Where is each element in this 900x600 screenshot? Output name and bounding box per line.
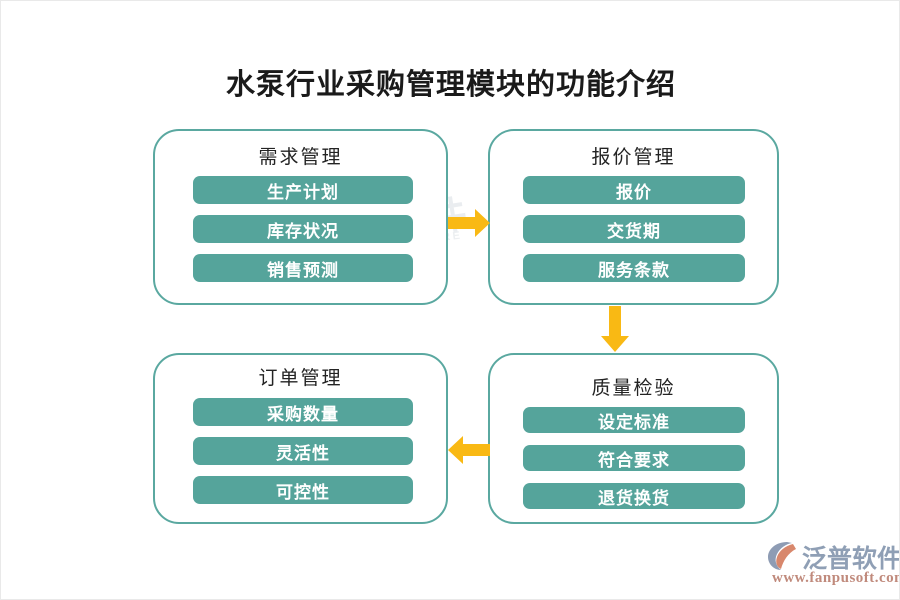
pill-order-1[interactable]: 采购数量 (193, 398, 413, 426)
group-title-demand: 需求管理 (258, 147, 343, 168)
group-box-quote[interactable]: 报价管理 报价 交货期 服务条款 (488, 129, 779, 305)
group-title-quote: 报价管理 (591, 147, 676, 168)
group-title-order: 订单管理 (258, 368, 343, 389)
arrow-right-icon (448, 209, 490, 237)
brand-logo: 泛普软件 www.fanpusoft.com (766, 539, 899, 589)
pill-order-2[interactable]: 灵活性 (193, 437, 413, 465)
fanpu-logo-icon (768, 542, 796, 570)
group-title-quality: 质量检验 (591, 378, 676, 399)
pill-quality-1[interactable]: 设定标准 (523, 407, 745, 433)
page-title: 水泵行业采购管理模块的功能介绍 (225, 69, 676, 101)
pill-quote-1[interactable]: 报价 (523, 176, 745, 204)
arrow-down-icon (601, 306, 629, 352)
brand-name: 泛普软件 (802, 545, 900, 573)
pill-demand-3[interactable]: 销售预测 (193, 254, 413, 282)
brand-url: www.fanpusoft.com (772, 570, 900, 586)
group-box-order[interactable]: 订单管理 采购数量 灵活性 可控性 (153, 353, 448, 524)
pill-quality-2[interactable]: 符合要求 (523, 445, 745, 471)
pill-quote-2[interactable]: 交货期 (523, 215, 745, 243)
pill-demand-2[interactable]: 库存状况 (193, 215, 413, 243)
pill-quality-3[interactable]: 退货换货 (523, 483, 745, 509)
pill-demand-1[interactable]: 生产计划 (193, 176, 413, 204)
pill-order-3[interactable]: 可控性 (193, 476, 413, 504)
arrow-left-icon (448, 436, 490, 464)
group-box-quality[interactable]: 质量检验 设定标准 符合要求 退货换货 (488, 353, 779, 524)
group-box-demand[interactable]: 需求管理 生产计划 库存状况 销售预测 (153, 129, 448, 305)
pill-quote-3[interactable]: 服务条款 (523, 254, 745, 282)
